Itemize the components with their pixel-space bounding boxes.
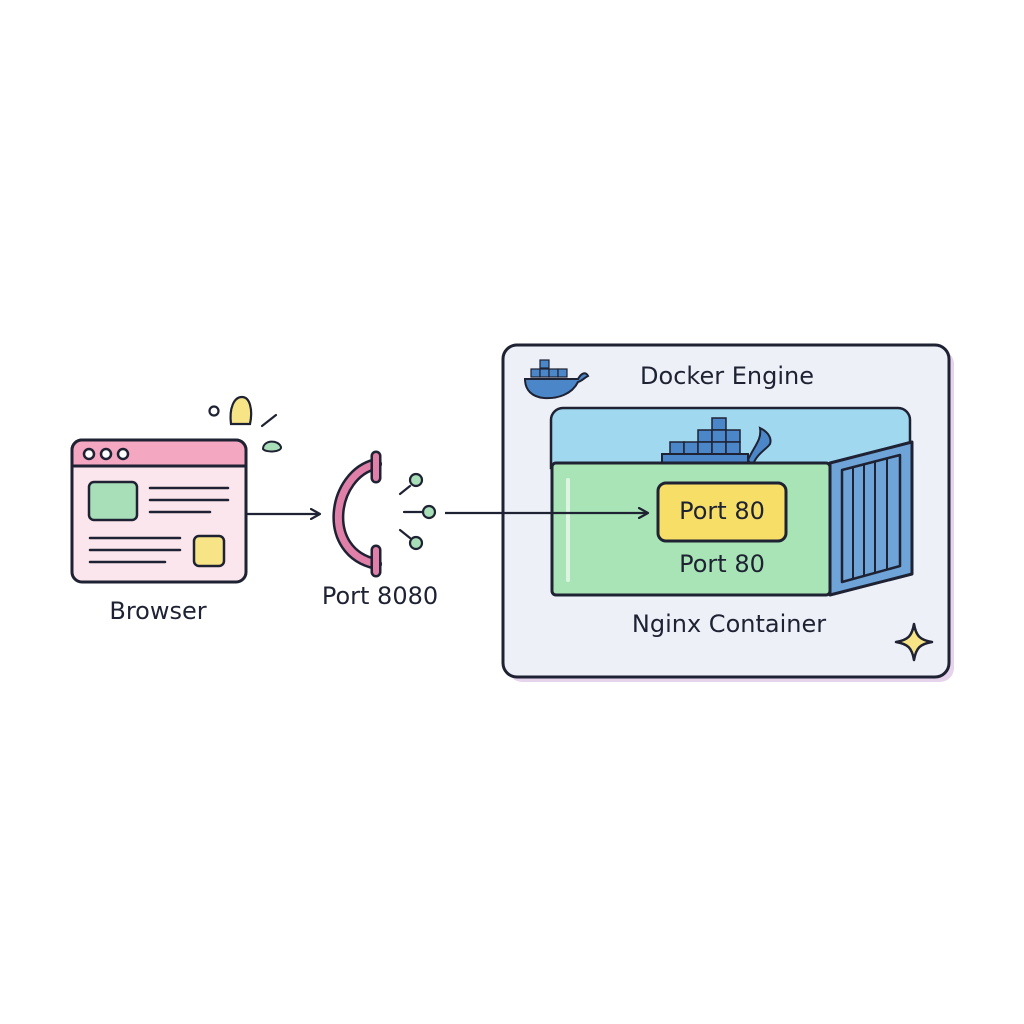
sparkle-doodles xyxy=(208,395,282,453)
host-port-label: Port 8080 xyxy=(321,582,439,610)
container-port-box xyxy=(656,481,788,543)
docker-whale-icon xyxy=(523,359,590,400)
browser-window-icon xyxy=(70,438,248,584)
engine-title: Docker Engine xyxy=(640,362,814,390)
sparkle-icon xyxy=(894,622,934,662)
docker-whale-large-icon xyxy=(661,417,772,469)
browser-label: Browser xyxy=(109,597,207,625)
container-port-label: Port 80 xyxy=(679,497,765,525)
port-connector-icon xyxy=(332,450,437,578)
container-label: Nginx Container xyxy=(631,610,827,638)
shipping-container-icon xyxy=(828,440,914,597)
container-port-text: Port 80 xyxy=(679,550,765,578)
